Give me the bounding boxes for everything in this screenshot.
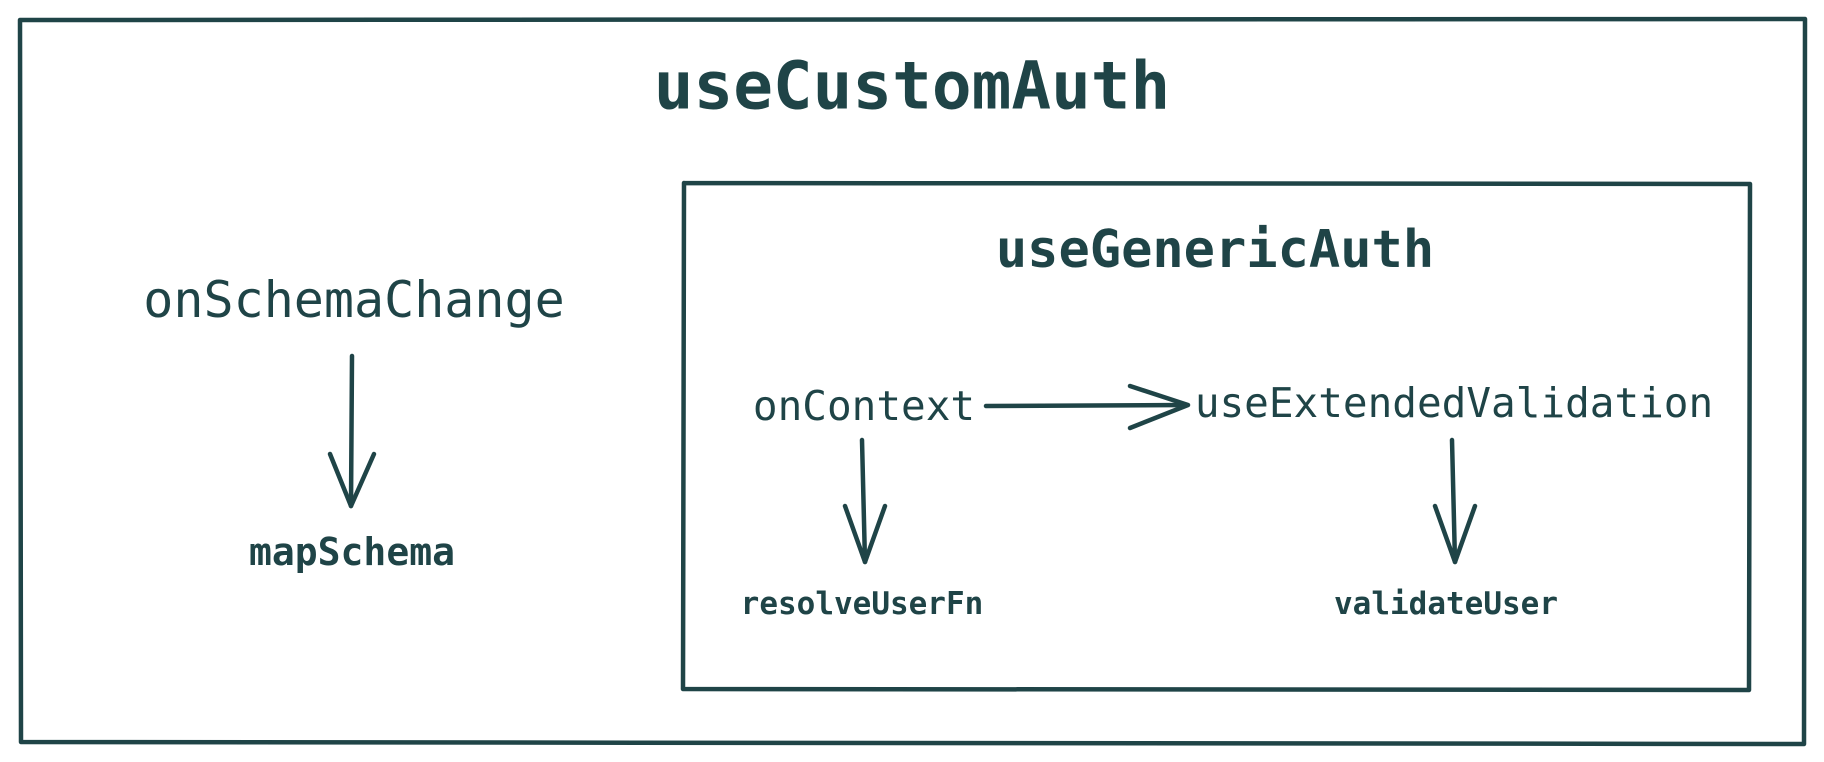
node-map-schema: mapSchema [249,530,455,574]
node-validate-user: validateUser [1334,586,1558,622]
node-on-context: onContext [753,382,975,430]
inner-box-title: useGenericAuth [996,220,1434,280]
arrowhead-validate-user [1432,503,1478,565]
outer-box-title: useCustomAuth [654,48,1171,125]
inner-box-frame [680,180,1753,693]
arrowhead-resolve-user-fn [842,503,888,565]
edge-use-extended-validation-to-validate-user [1449,437,1458,565]
edge-on-context-to-use-extended-validation [983,402,1189,409]
node-on-schema-change: onSchemaChange [143,271,564,329]
edge-on-context-to-resolve-user-fn [859,437,868,565]
outer-box-frame [17,16,1808,747]
edge-on-schema-change-to-map-schema [348,353,355,509]
node-resolve-user-fn: resolveUserFn [741,586,984,622]
arrowhead-map-schema [327,451,377,509]
arrowhead-use-extended-validation [1127,383,1191,431]
node-use-extended-validation: useExtendedValidation [1195,379,1713,427]
